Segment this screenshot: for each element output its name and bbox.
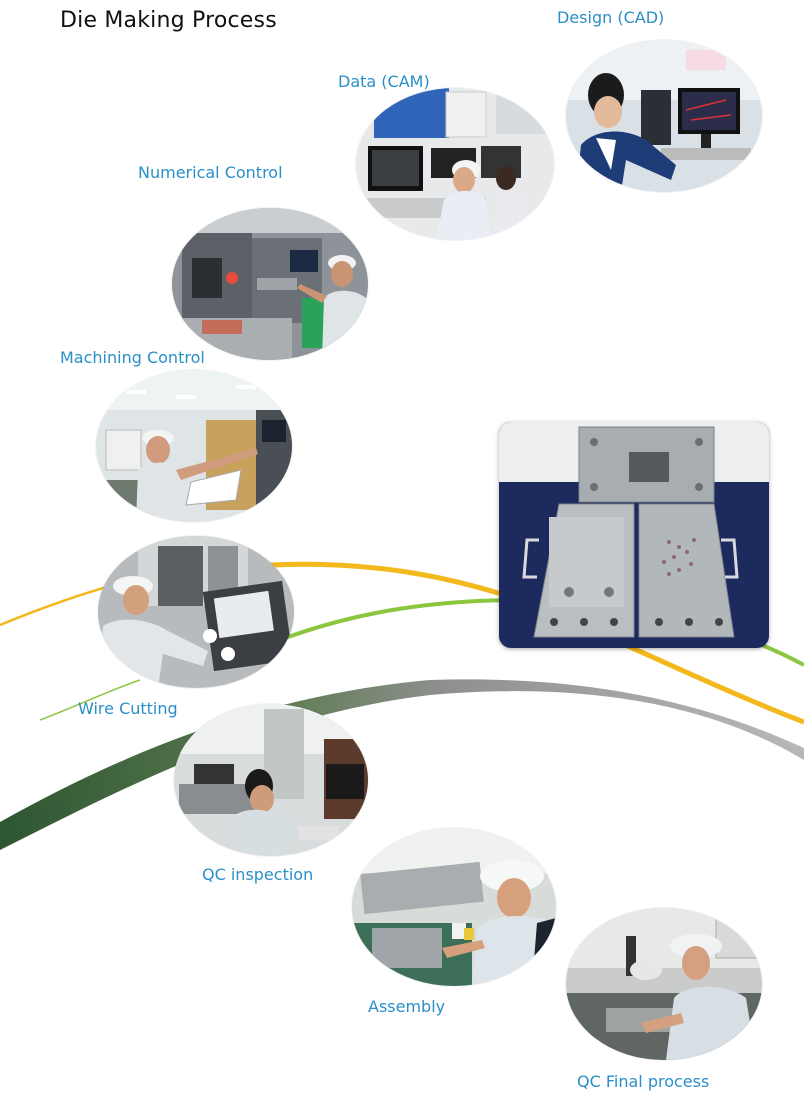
photo-numerical-control <box>172 208 368 360</box>
photo-data-cam <box>356 88 554 240</box>
photo-assembly <box>352 828 556 986</box>
photo-wire-cutting <box>98 536 294 688</box>
step-label-wire-cutting: Wire Cutting <box>78 699 178 718</box>
photo-machining-control <box>96 370 292 522</box>
gray-swoosh <box>0 679 804 850</box>
step-label-data: Data (CAM) <box>338 72 430 91</box>
photo-qc-inspection <box>174 704 368 856</box>
photo-qc-final-process <box>566 908 762 1060</box>
step-label-numerical-control: Numerical Control <box>138 163 283 182</box>
green-curve-left <box>39 679 141 721</box>
step-label-qc-inspection: QC inspection <box>202 865 314 884</box>
photo-design-cad <box>566 40 762 192</box>
page-title: Die Making Process <box>60 8 277 33</box>
step-label-qc-final: QC Final process <box>577 1072 710 1091</box>
step-label-machining-control: Machining Control <box>60 348 205 367</box>
step-label-design: Design (CAD) <box>557 8 665 27</box>
photo-die-set <box>499 422 769 648</box>
step-label-assembly: Assembly <box>368 997 446 1016</box>
